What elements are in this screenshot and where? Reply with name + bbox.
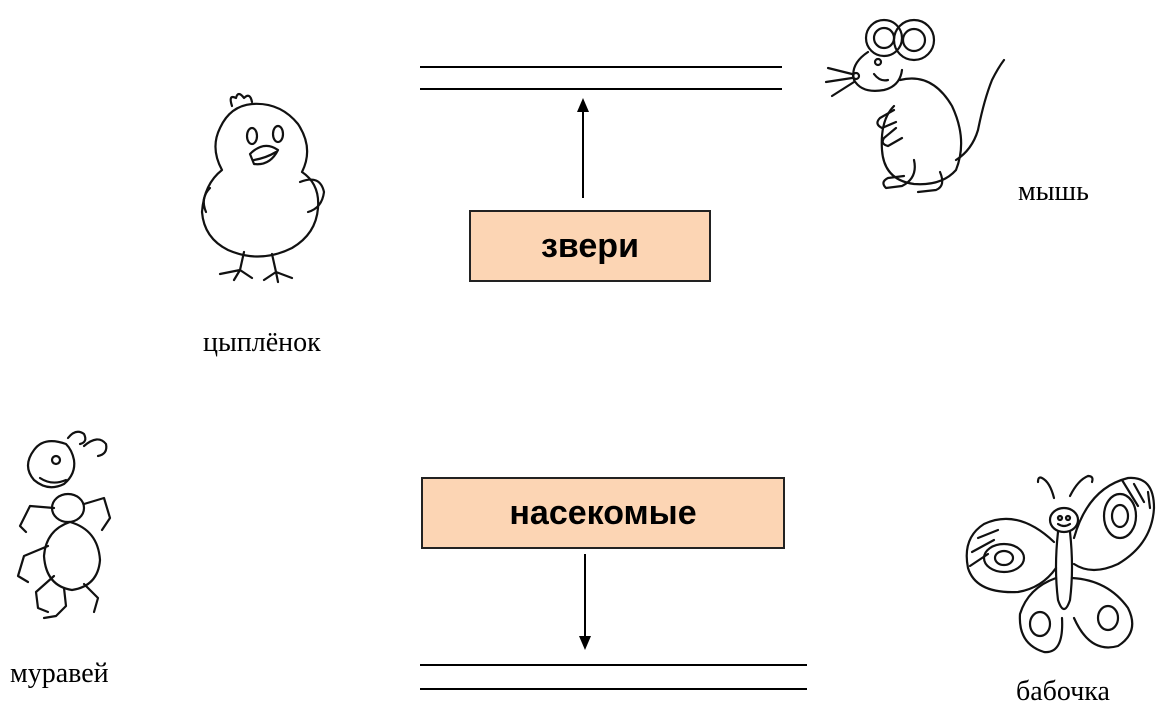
label-butterfly: бабочка [1016,676,1110,707]
category-box-animals: звери [469,210,711,282]
top-answer-line-2 [420,88,782,90]
arrow-up-icon [577,98,589,198]
category-box-insects: насекомые [421,477,785,549]
mouse-icon [824,18,1006,194]
chick-icon [200,92,326,284]
label-ant: муравей [10,658,109,689]
arrow-down-icon [579,554,591,650]
butterfly-icon [965,474,1156,654]
ant-icon [16,430,112,620]
bottom-answer-line-2 [420,688,807,690]
bottom-answer-line-1 [420,664,807,666]
label-chick: цыплёнок [203,327,321,358]
label-mouse: мышь [1018,176,1089,207]
top-answer-line-1 [420,66,782,68]
